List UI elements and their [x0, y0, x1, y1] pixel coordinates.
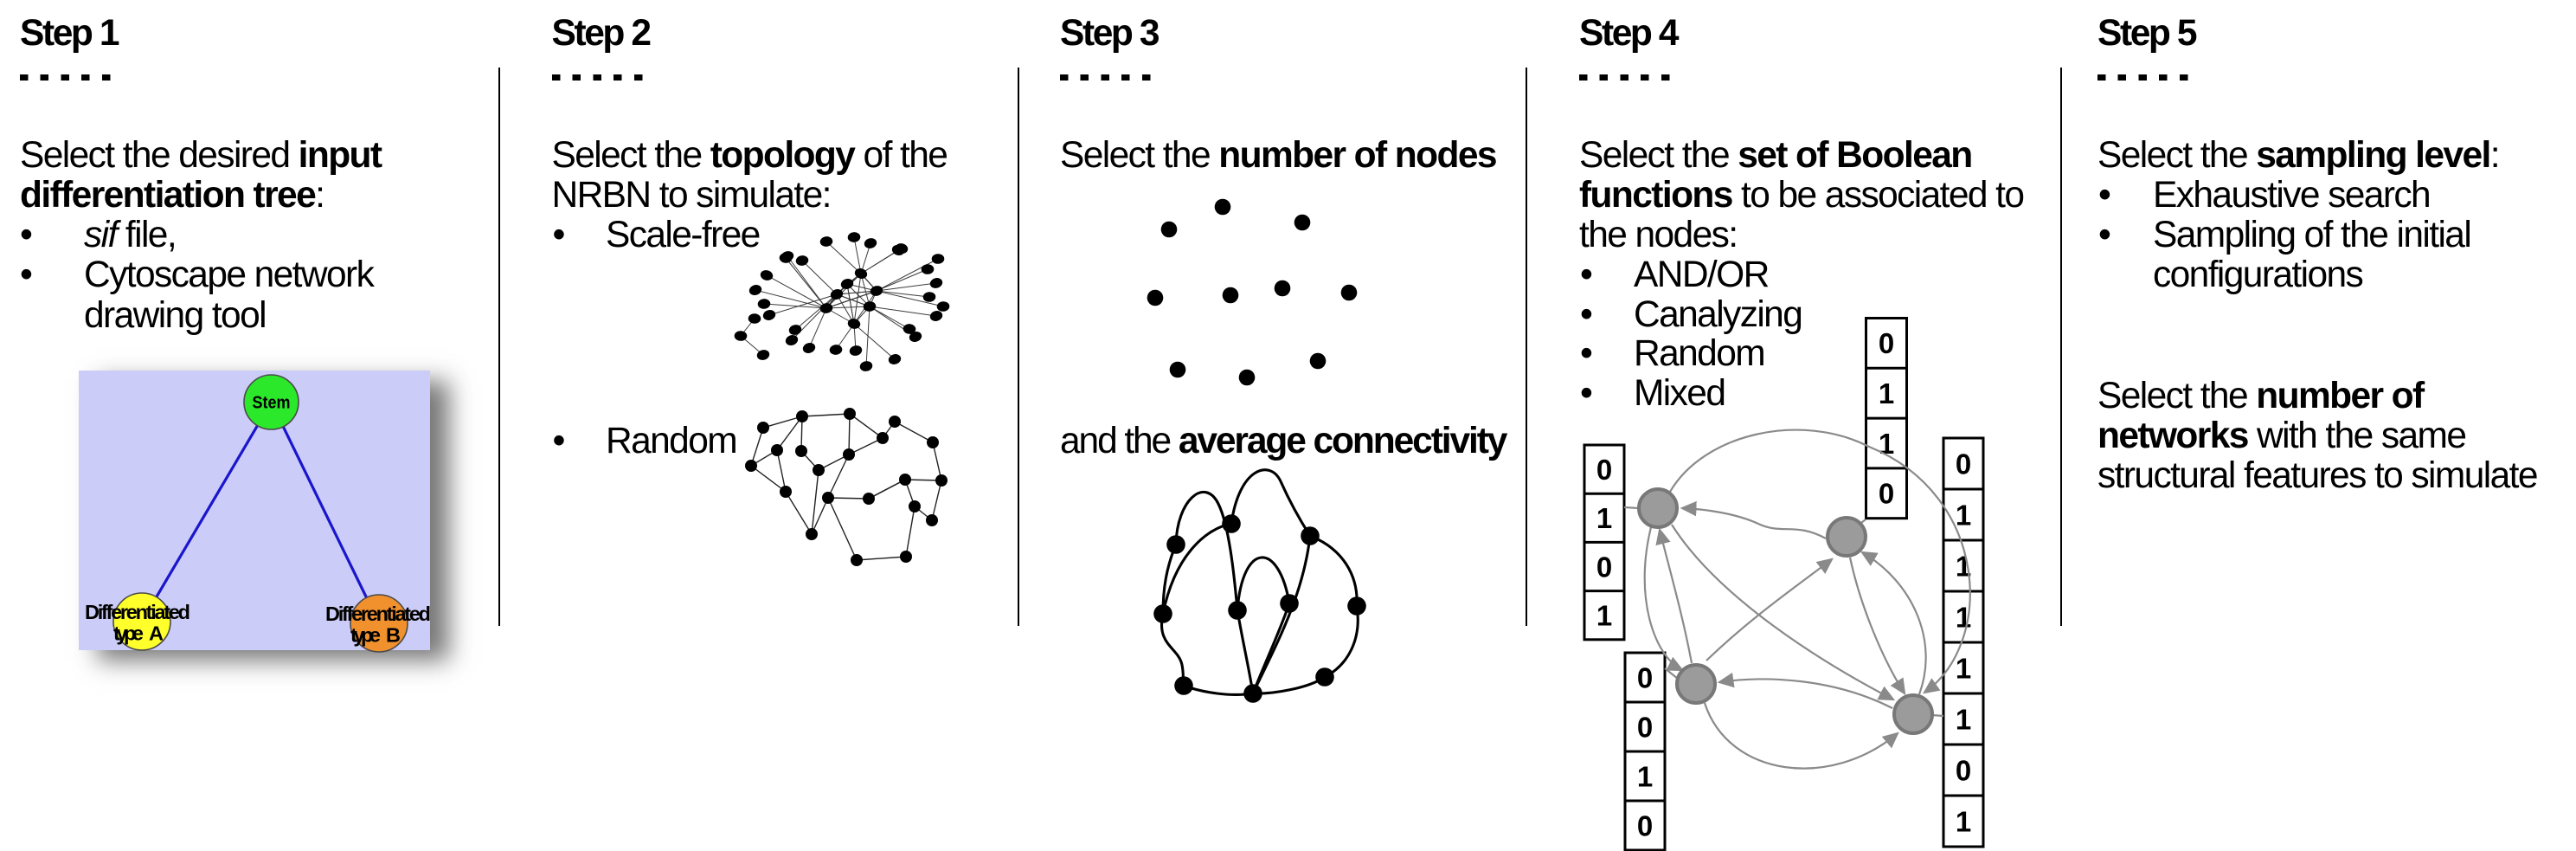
- svg-text:type: type: [113, 622, 144, 645]
- svg-text:0: 0: [1879, 327, 1894, 359]
- svg-text:1: 1: [1956, 805, 1971, 837]
- svg-text:Differentiated: Differentiated: [325, 603, 431, 625]
- svg-text:1: 1: [1956, 550, 1971, 582]
- svg-text:0: 0: [1637, 661, 1653, 693]
- svg-text:1: 1: [1879, 377, 1894, 409]
- svg-text:0: 0: [1637, 711, 1653, 743]
- svg-text:0: 0: [1637, 809, 1653, 841]
- svg-text:0: 0: [1596, 454, 1612, 486]
- svg-text:1: 1: [1596, 600, 1612, 632]
- svg-text:0: 0: [1956, 448, 1971, 480]
- svg-text:1: 1: [1596, 502, 1612, 534]
- svg-text:1: 1: [1956, 499, 1971, 531]
- svg-text:A: A: [149, 622, 164, 645]
- svg-text:type: type: [350, 624, 381, 647]
- svg-text:1: 1: [1956, 652, 1971, 684]
- svg-text:1: 1: [1637, 760, 1653, 792]
- svg-text:1: 1: [1879, 428, 1894, 460]
- svg-text:1: 1: [1956, 703, 1971, 735]
- svg-text:Differentiated: Differentiated: [85, 601, 190, 623]
- svg-text:0: 0: [1879, 478, 1894, 510]
- svg-text:0: 0: [1596, 551, 1612, 583]
- svg-text:B: B: [386, 624, 401, 647]
- svg-text:Stem: Stem: [253, 394, 291, 413]
- svg-text:0: 0: [1956, 754, 1971, 786]
